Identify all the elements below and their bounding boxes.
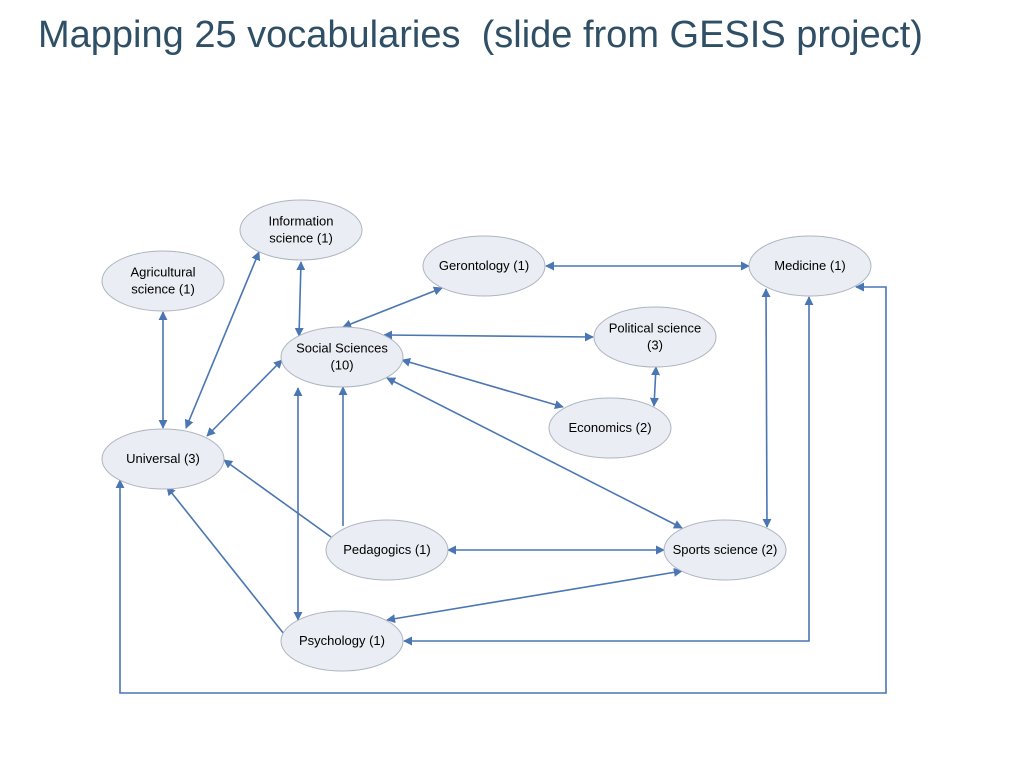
node-ellipse-psychology (280, 610, 404, 672)
node-label-information: Information (268, 214, 333, 229)
node-ellipse-agricultural (101, 250, 225, 312)
node-label-psychology: Psychology (1) (299, 633, 385, 648)
node-ellipse-gerontology (422, 235, 546, 297)
node-gerontology: Gerontology (1) (422, 235, 546, 297)
node-label-economics: Economics (2) (568, 420, 651, 435)
node-label-political: Political science (609, 321, 702, 336)
node-social: Social Sciences (10) (280, 326, 404, 388)
edge-political-economics (649, 366, 661, 407)
edge-universal-medicine (115, 282, 887, 694)
node-label-social: (10) (330, 358, 353, 373)
edge-psychology-universal (166, 486, 285, 635)
node-label-agricultural: science (1) (131, 282, 195, 297)
node-label-gerontology: Gerontology (1) (439, 258, 529, 273)
node-sports: Sports science (2) (663, 519, 787, 581)
node-ellipse-social (280, 326, 404, 388)
node-label-universal: Universal (3) (126, 451, 200, 466)
edge-information-social (294, 261, 306, 337)
node-psychology: Psychology (1) (280, 610, 404, 672)
node-medicine: Medicine (1) (748, 235, 872, 297)
node-political: Political science (3) (593, 306, 717, 368)
node-ellipse-information (239, 199, 363, 261)
edge-social-political (383, 330, 594, 342)
slide-title: Mapping 25 vocabularies (slide from GESI… (38, 14, 923, 56)
node-ellipse-sports (663, 519, 787, 581)
edge-universal-social (206, 359, 283, 437)
node-label-pedagogics: Pedagogics (1) (343, 542, 430, 557)
node-label-social: Social Sciences (296, 341, 388, 356)
node-agricultural: Agricultural science (1) (101, 250, 225, 312)
edge-social-gerontology (342, 286, 443, 329)
node-ellipse-universal (101, 428, 225, 490)
node-label-sports: Sports science (2) (673, 542, 778, 557)
node-label-political: (3) (647, 338, 663, 353)
node-label-medicine: Medicine (1) (774, 258, 846, 273)
node-ellipse-medicine (748, 235, 872, 297)
edge-sports-psychology (386, 567, 683, 624)
edge-medicine-sports (761, 288, 772, 528)
node-label-information: science (1) (269, 231, 333, 246)
node-universal: Universal (3) (101, 428, 225, 490)
node-information: Information science (1) (239, 199, 363, 261)
node-pedagogics: Pedagogics (1) (325, 519, 449, 581)
node-economics: Economics (2) (548, 397, 672, 459)
node-ellipse-economics (548, 397, 672, 459)
node-label-agricultural: Agricultural (130, 265, 195, 280)
nodes-layer: Information science (1) Agricultural scienc… (101, 199, 872, 672)
edges-layer (115, 251, 887, 694)
edge-pedagogics-universal (223, 459, 332, 538)
node-ellipse-pedagogics (325, 519, 449, 581)
edge-social-economics (401, 357, 564, 410)
node-ellipse-political (593, 306, 717, 368)
